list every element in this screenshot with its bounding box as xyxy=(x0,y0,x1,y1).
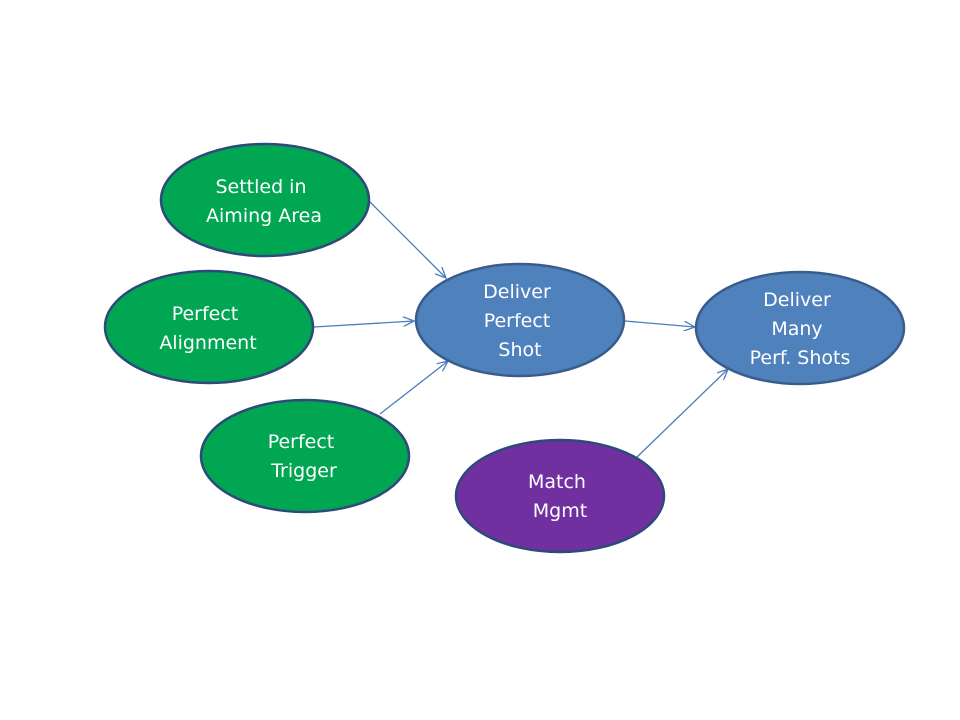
node-perfect-alignment: Perfect Alignment xyxy=(103,269,315,385)
node-shape xyxy=(414,262,626,378)
node-label-line: Mgmt xyxy=(533,500,587,522)
edge-trigger-to-shot xyxy=(379,361,448,415)
node-shape xyxy=(103,269,315,385)
node-label-line: Perfect xyxy=(172,303,239,325)
node-label-line: Perfect xyxy=(268,431,335,453)
node-label-line: Alignment xyxy=(159,332,256,354)
edges xyxy=(313,201,728,459)
edge-alignment-to-shot xyxy=(313,321,414,328)
node-label: Perfect Alignment xyxy=(159,303,256,354)
node-match-mgmt: Match Mgmt xyxy=(454,438,666,554)
node-label: Deliver Perfect Shot xyxy=(483,281,557,361)
edge-settled-to-shot xyxy=(369,201,446,278)
node-label-line: Perfect xyxy=(484,310,551,332)
node-label-line: Shot xyxy=(498,339,541,361)
node-deliver-many-perf-shots: Deliver Many Perf. Shots xyxy=(694,270,906,386)
node-label: Settled in Aiming Area xyxy=(206,176,322,227)
node-label: Deliver Many Perf. Shots xyxy=(750,289,851,369)
edge-match-to-many xyxy=(635,369,728,459)
node-label: Perfect Trigger xyxy=(268,431,341,482)
node-label-line: Trigger xyxy=(270,460,337,482)
node-shape xyxy=(199,398,411,514)
node-shape xyxy=(159,142,371,258)
node-shape xyxy=(694,270,906,386)
node-label-line: Match xyxy=(528,471,586,493)
node-shape xyxy=(454,438,666,554)
edge-shot-to-many xyxy=(624,320,695,327)
node-label-line: Settled in xyxy=(215,176,306,198)
node-label-line: Deliver xyxy=(763,289,831,311)
node-label-line: Perf. Shots xyxy=(750,347,851,369)
node-settled-in-aiming-area: Settled in Aiming Area xyxy=(159,142,371,258)
node-label: Match Mgmt xyxy=(528,471,592,522)
node-label-line: Aiming Area xyxy=(206,205,322,227)
node-deliver-perfect-shot: Deliver Perfect Shot xyxy=(414,262,626,378)
node-perfect-trigger: Perfect Trigger xyxy=(199,398,411,514)
node-label-line: Many xyxy=(771,318,822,340)
node-label-line: Deliver xyxy=(483,281,551,303)
